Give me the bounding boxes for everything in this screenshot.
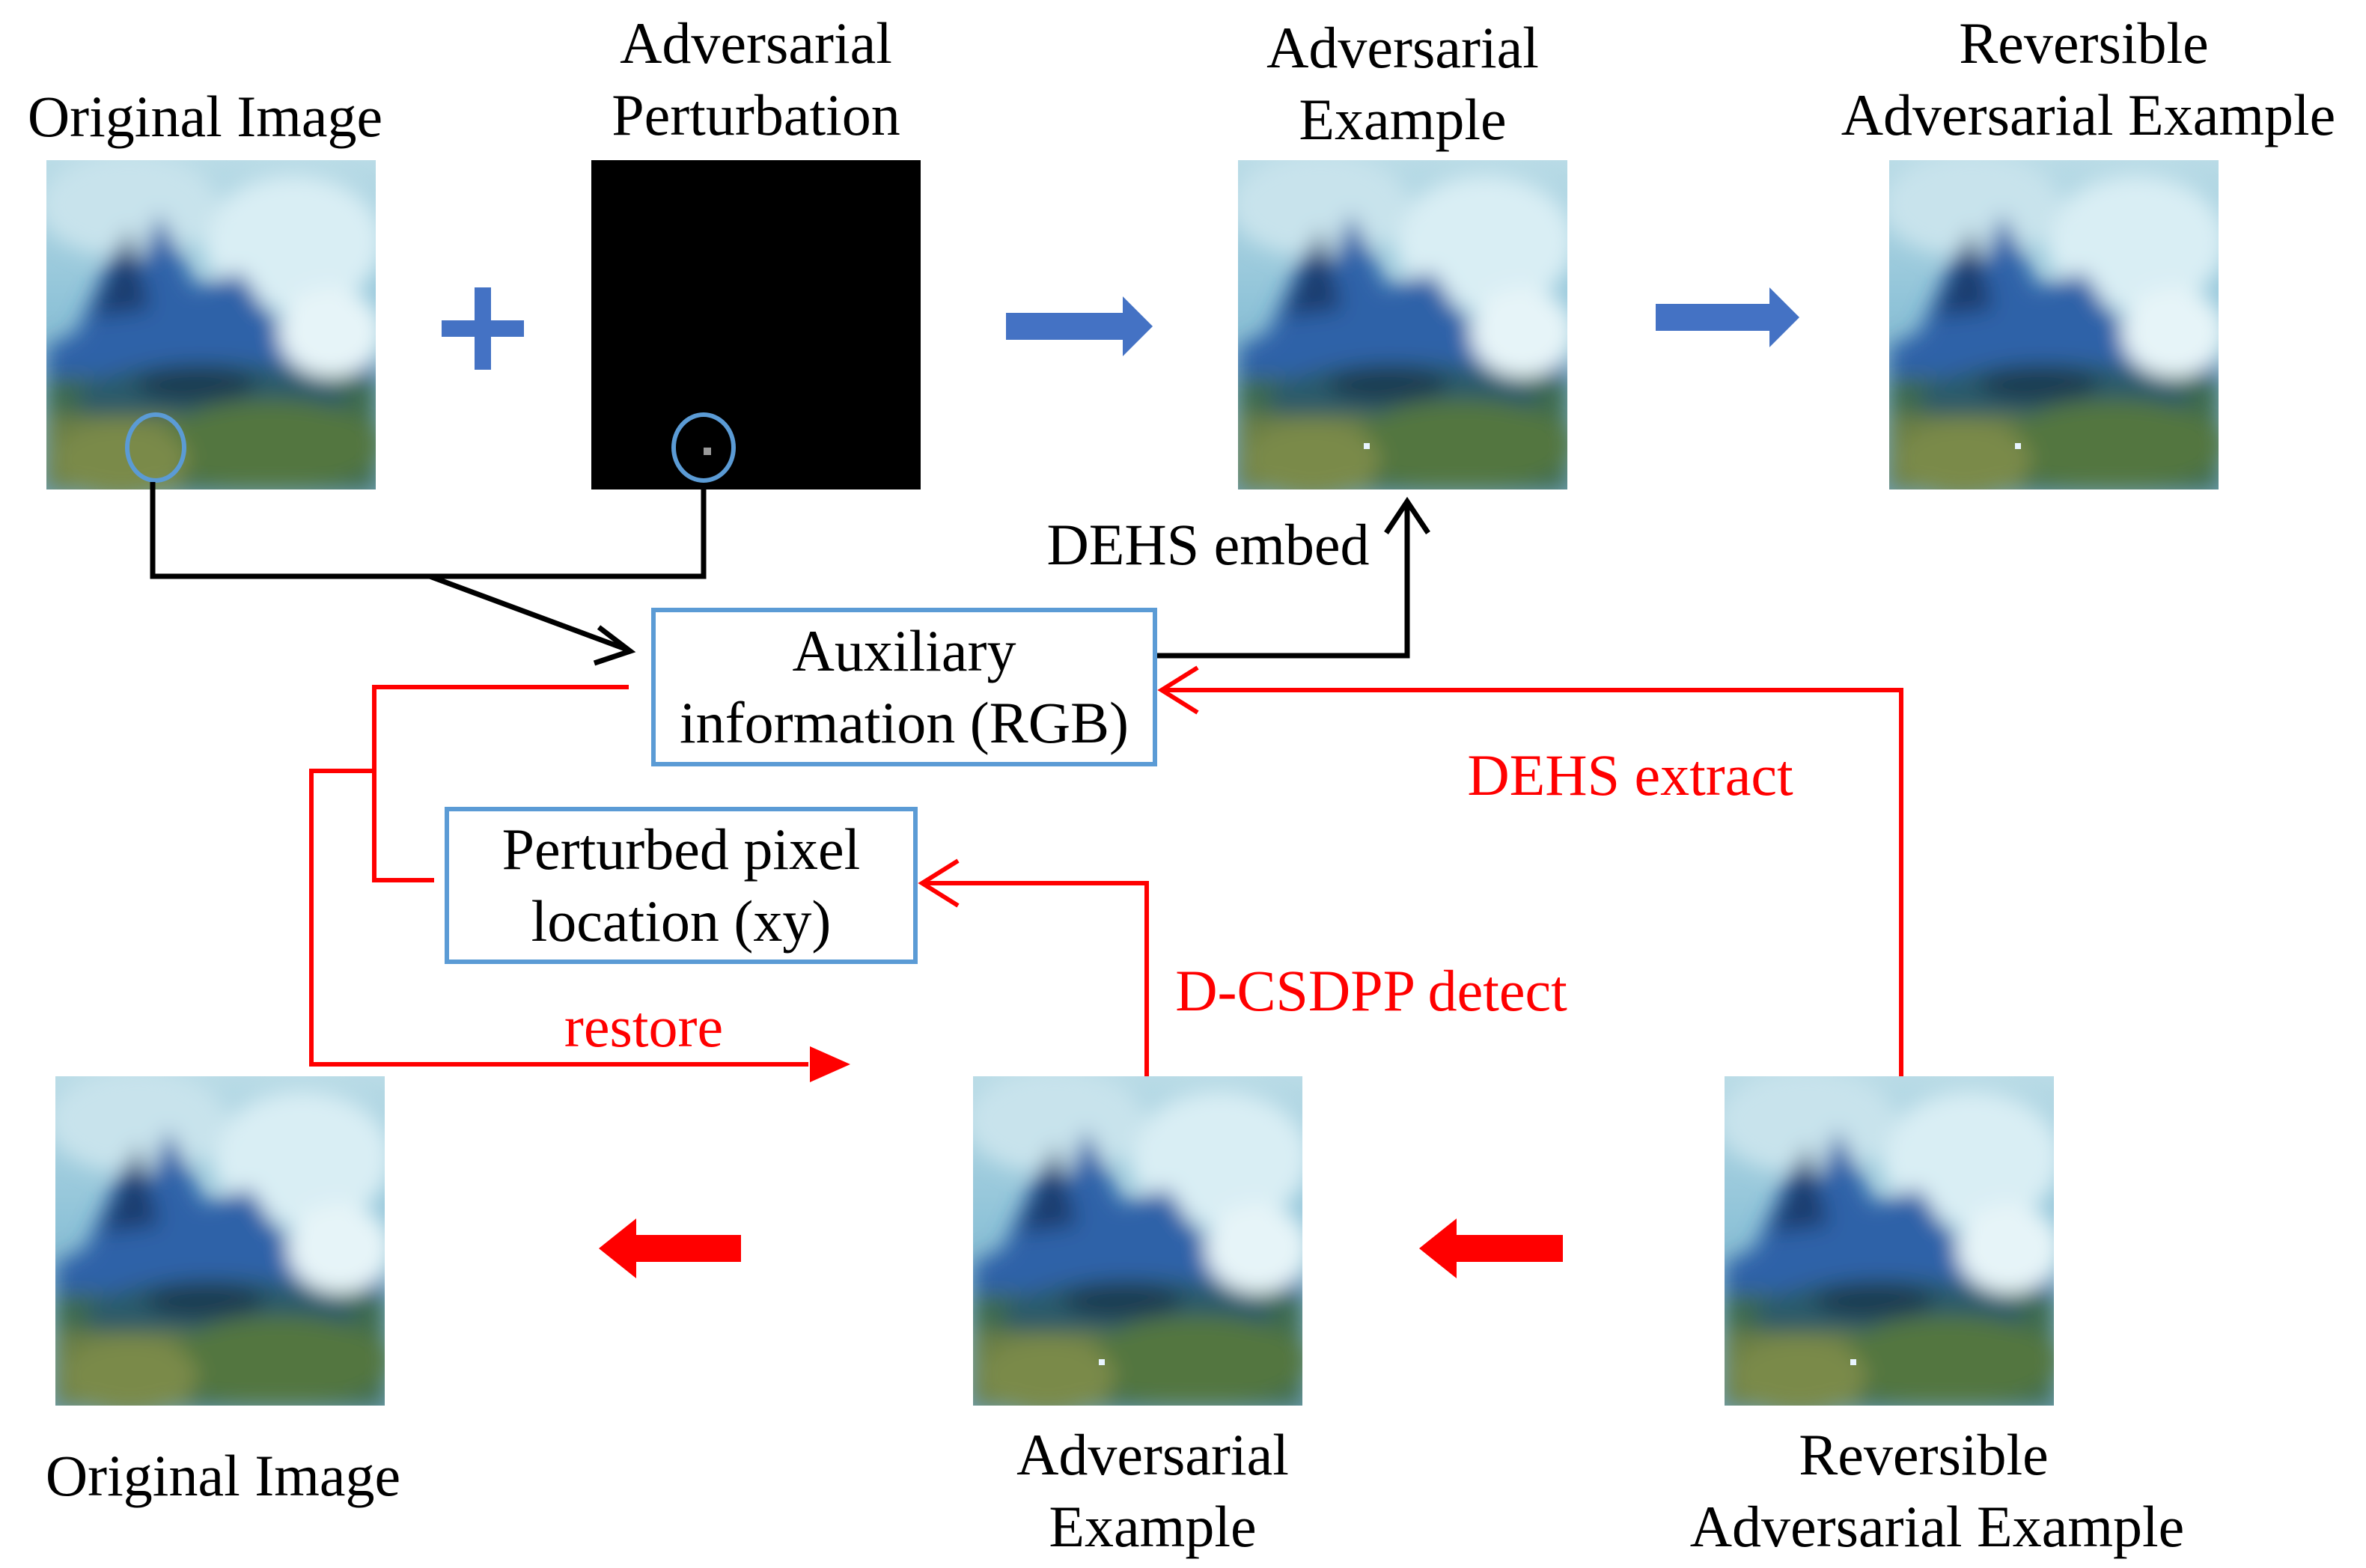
forward-arrow-1 — [1006, 296, 1153, 356]
forward-arrow-2 — [1656, 287, 1799, 347]
reverse-arrow-1 — [599, 1218, 741, 1278]
label-dehs-embed: DEHS embed — [1046, 512, 1370, 577]
bottom-adv-pixel-mark — [1099, 1359, 1105, 1365]
bottom-adversarial-example-image — [966, 1069, 1310, 1413]
top-adversarial-example-image — [1231, 153, 1575, 497]
pixel-circle-original — [125, 412, 186, 483]
bottom-rae-pixel-mark — [1850, 1359, 1856, 1365]
label-bottom-adv-2: Example — [1049, 1494, 1257, 1559]
label-top-rae-1: Reversible — [1959, 10, 2209, 76]
label-top-perturbation-1: Adversarial — [620, 10, 892, 76]
label-top-original: Original Image — [27, 84, 383, 149]
red-connectors — [309, 665, 1903, 1076]
adv-pixel-mark — [1364, 443, 1370, 449]
black-connectors — [150, 482, 1430, 666]
bottom-reversible-adversarial-example-image — [1717, 1069, 2061, 1413]
label-dehs-extract: DEHS extract — [1467, 742, 1793, 808]
label-bottom-original: Original Image — [45, 1443, 401, 1508]
label-top-adv-1: Adversarial — [1266, 15, 1539, 80]
top-original-image — [39, 153, 383, 497]
restore-arrowhead — [810, 1046, 850, 1082]
label-bottom-rae-1: Reversible — [1799, 1422, 2049, 1487]
perturbed-pixel-location-box: Perturbed pixel location (xy) — [445, 807, 918, 964]
rae-pixel-mark — [2015, 443, 2021, 449]
perturbed-line-1: Perturbed pixel — [501, 817, 861, 882]
bottom-original-image — [48, 1069, 392, 1413]
auxiliary-line-2: information (RGB) — [679, 690, 1129, 755]
label-top-rae-2: Adversarial Example — [1841, 82, 2336, 147]
top-reversible-adversarial-example-image — [1882, 153, 2226, 497]
auxiliary-line-1: Auxiliary — [792, 618, 1016, 683]
pixel-circle-perturbation — [671, 412, 736, 483]
label-bottom-rae-2: Adversarial Example — [1689, 1494, 2185, 1559]
label-dcsdpp-detect: D-CSDPP detect — [1175, 958, 1567, 1023]
label-bottom-adv-1: Adversarial — [1016, 1422, 1289, 1487]
perturbation-image — [591, 160, 921, 489]
label-top-perturbation-2: Perturbation — [612, 82, 900, 147]
plus-icon — [442, 287, 524, 370]
auxiliary-information-box: Auxiliary information (RGB) — [651, 608, 1157, 766]
reverse-arrow-2 — [1419, 1218, 1563, 1278]
label-restore: restore — [564, 994, 724, 1059]
label-top-adv-2: Example — [1299, 87, 1507, 152]
perturbed-line-2: location (xy) — [531, 888, 832, 954]
perturbed-pixel — [704, 448, 711, 455]
